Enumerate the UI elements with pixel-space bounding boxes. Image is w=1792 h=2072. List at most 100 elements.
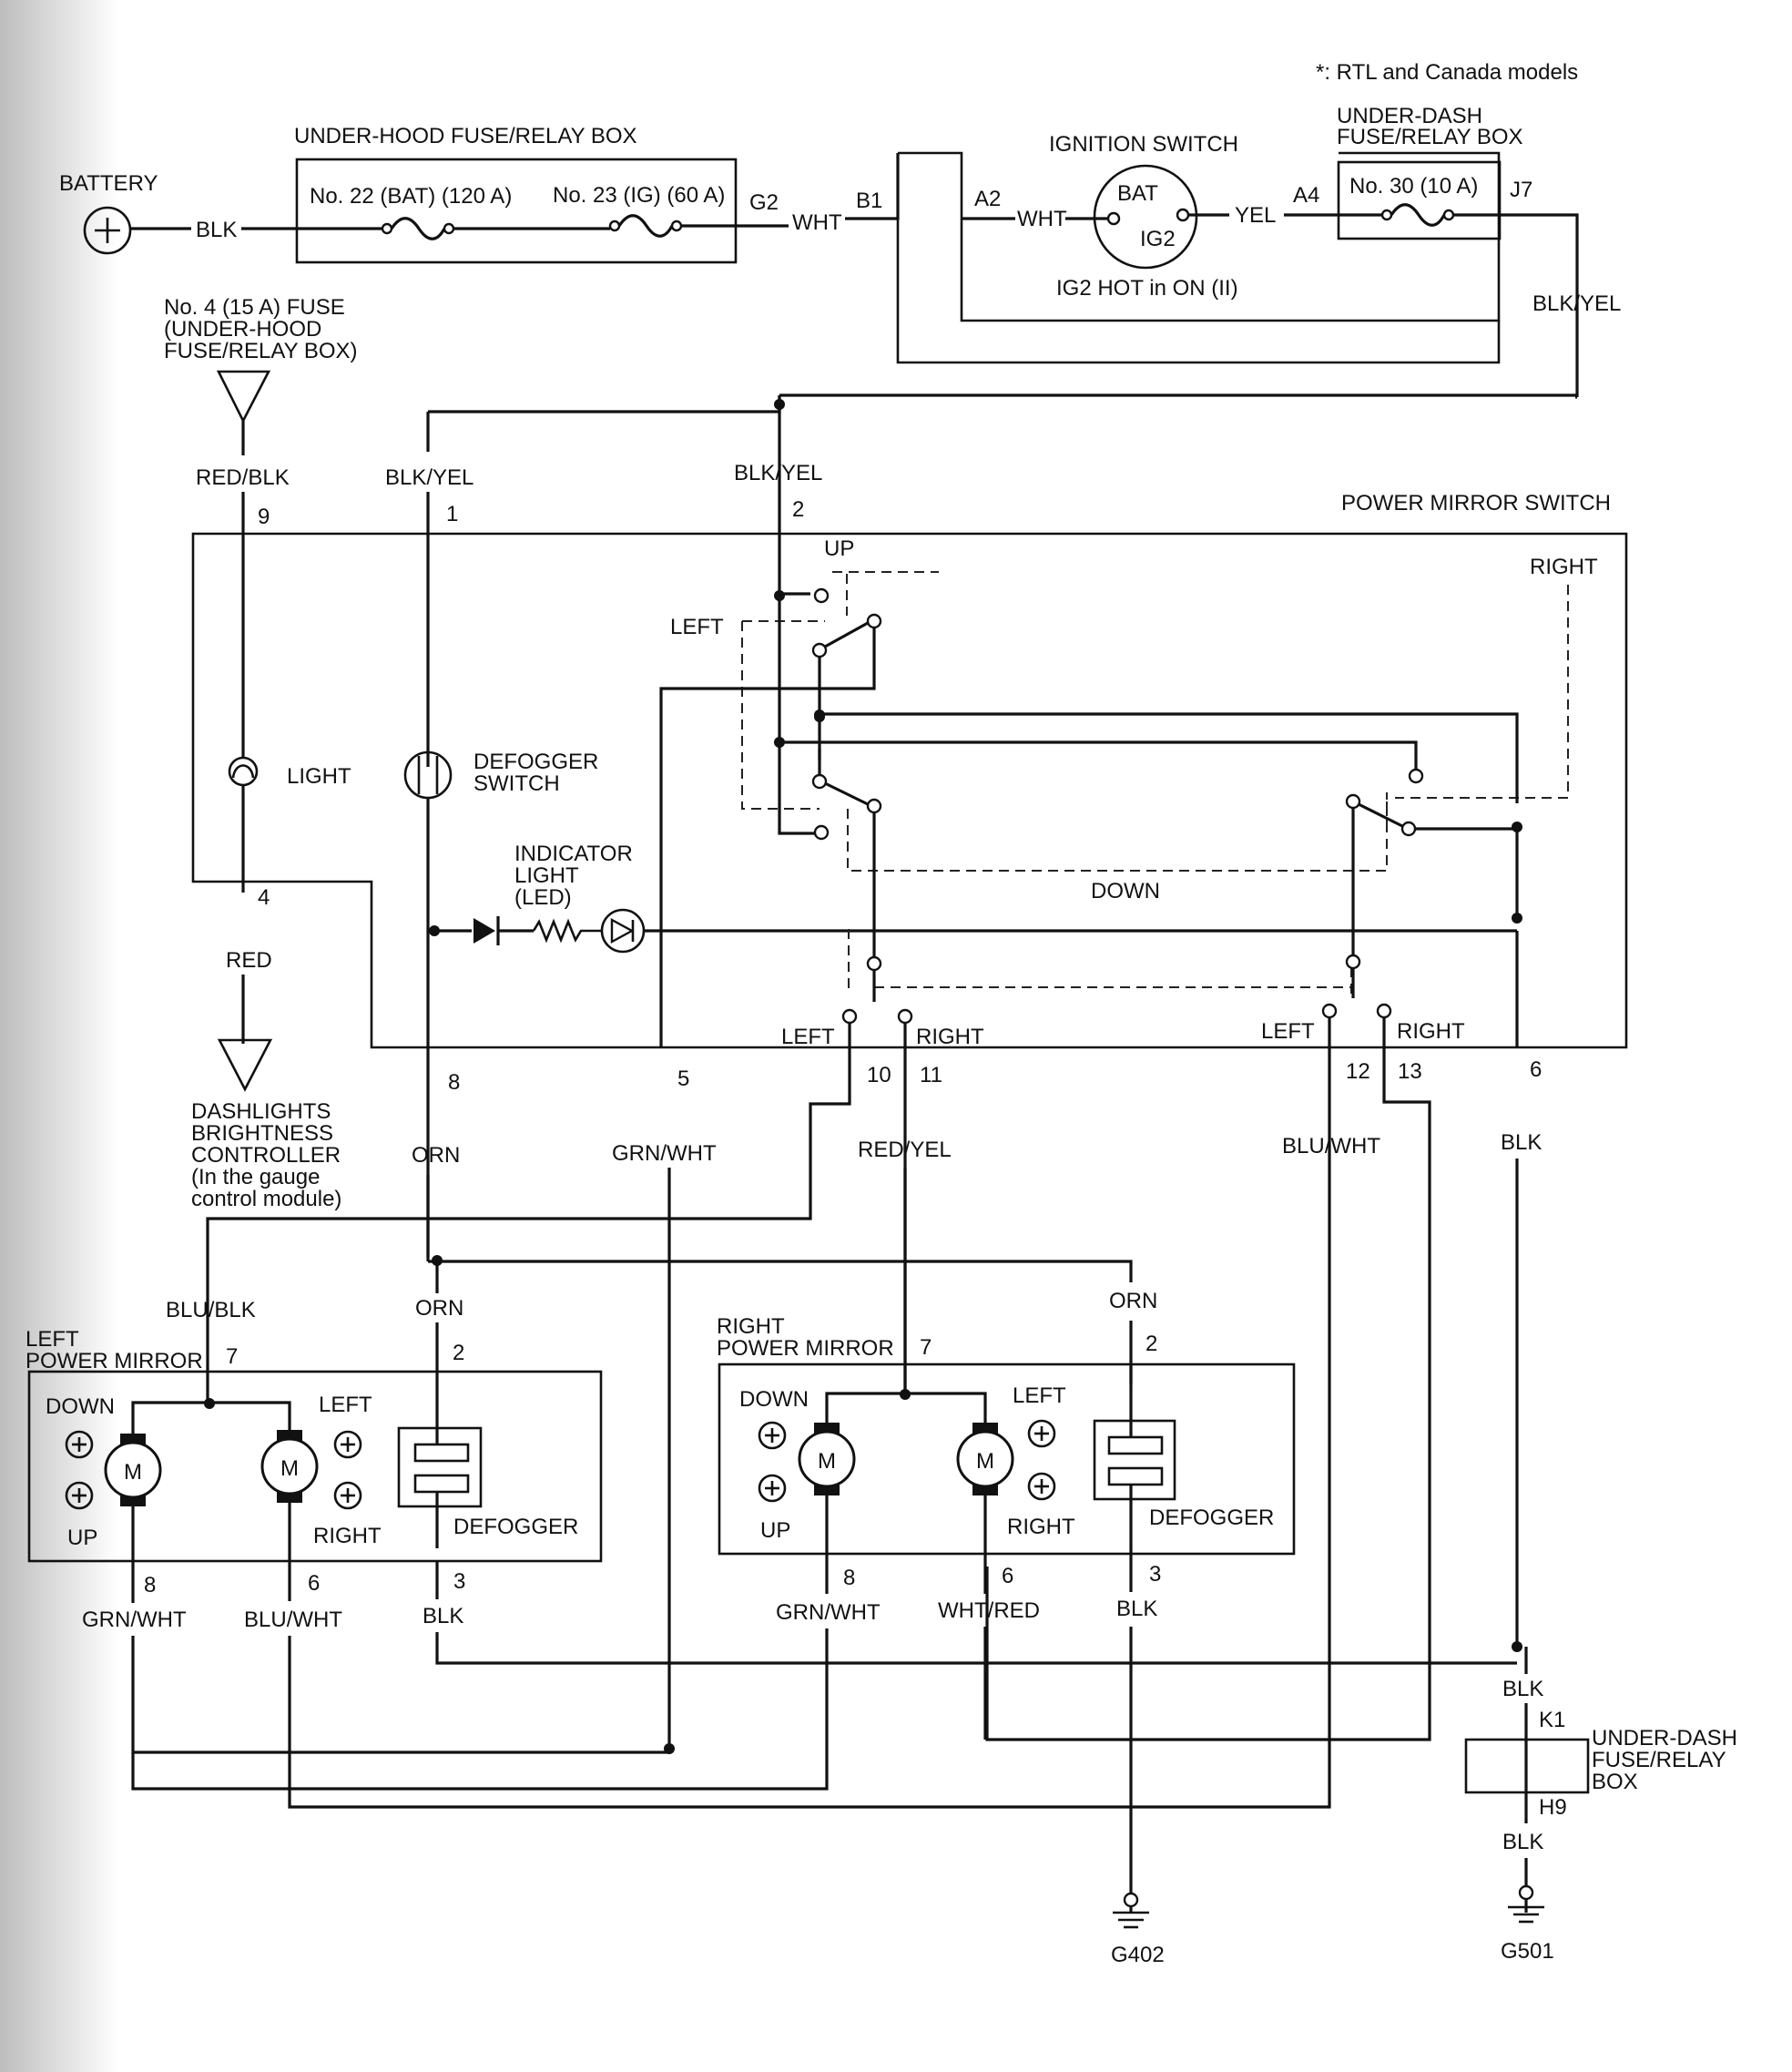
right-mirror-left: LEFT bbox=[1013, 1383, 1066, 1408]
left-mirror-pin-6: 6 bbox=[308, 1571, 320, 1596]
fuse-30-label: No. 30 (10 A) bbox=[1349, 174, 1478, 199]
power-mirror-switch: POWER MIRROR SWITCH 9 1 2 LIGHT 4 DEFOGG… bbox=[191, 491, 1628, 1049]
ground-g402: G402 bbox=[1111, 1892, 1165, 1967]
fuse-22-symbol bbox=[390, 217, 446, 240]
left-mirror-pin-3: 3 bbox=[453, 1569, 465, 1594]
battery-symbol bbox=[83, 206, 132, 255]
dashlights-label-4: (In the gauge bbox=[191, 1165, 320, 1189]
dashlights-label-5: control module) bbox=[191, 1187, 341, 1211]
wire-yel: YEL bbox=[1235, 203, 1276, 228]
switch-right-select-left: LEFT bbox=[1261, 1019, 1315, 1044]
right-mirror-defogger-icon bbox=[1093, 1419, 1176, 1501]
right-mirror-pin-7: 7 bbox=[920, 1335, 932, 1360]
wire-red: RED bbox=[226, 948, 272, 973]
wire-grn-wht-left-mirror: GRN/WHT bbox=[82, 1608, 187, 1632]
left-mirror-pin-7: 7 bbox=[226, 1344, 238, 1369]
ignition-ig2-label: IG2 bbox=[1140, 227, 1176, 251]
wire-orn-right-mirror: ORN bbox=[1109, 1289, 1157, 1313]
left-mirror-pin-2: 2 bbox=[453, 1341, 464, 1365]
defogger-switch-label-1: DEFOGGER bbox=[473, 750, 598, 774]
conn-k1: K1 bbox=[1539, 1708, 1565, 1732]
fuse-30-symbol bbox=[1390, 203, 1446, 227]
underdash-fuse-box-bottom: K1 H9 UNDER-DASH FUSE/RELAY BOX bbox=[1464, 1708, 1737, 1820]
pin-8: 8 bbox=[448, 1070, 460, 1095]
dashlights-label-1: DASHLIGHTS bbox=[191, 1099, 331, 1124]
left-mirror-frame bbox=[27, 1370, 603, 1563]
wire-blk-battery: BLK bbox=[196, 218, 237, 242]
defogger-switch-label-2: SWITCH bbox=[473, 771, 560, 796]
right-mirror-down: DOWN bbox=[739, 1387, 809, 1412]
switch-left-select-left: LEFT bbox=[781, 1025, 835, 1049]
ignition-switch-body bbox=[1093, 164, 1198, 270]
left-mirror-up: UP bbox=[67, 1526, 97, 1550]
left-mirror-motor-1-label: M bbox=[124, 1460, 142, 1485]
wire-orn-pin8: ORN bbox=[412, 1143, 460, 1168]
right-mirror-motor-2-label: M bbox=[976, 1449, 994, 1474]
pin-11: 11 bbox=[920, 1063, 942, 1087]
wire-blu-blk: BLU/BLK bbox=[166, 1298, 256, 1322]
right-mirror-pin-8: 8 bbox=[843, 1566, 855, 1590]
model-note: *: RTL and Canada models bbox=[1316, 60, 1578, 85]
wire-blk-right-mirror: BLK bbox=[1116, 1597, 1157, 1621]
ignition-switch: IGNITION SWITCH A2 WHT BAT IG2 IG2 HOT i… bbox=[896, 132, 1501, 364]
wire-grn-wht-pin5: GRN/WHT bbox=[612, 1141, 717, 1166]
wire-blk-yel-pin1: BLK/YEL bbox=[385, 465, 473, 490]
switch-up-label: UP bbox=[824, 536, 854, 561]
wire-blk-yel-top: BLK/YEL bbox=[1532, 291, 1621, 316]
underdash-box-label-2: FUSE/RELAY BOX bbox=[1337, 125, 1523, 149]
dashlights-label-3: CONTROLLER bbox=[191, 1143, 341, 1168]
conn-h9: H9 bbox=[1539, 1795, 1567, 1820]
underhood-fuse-box: UNDER-HOOD FUSE/RELAY BOX No. 22 (BAT) (… bbox=[294, 124, 779, 264]
pin-2: 2 bbox=[792, 497, 804, 522]
pin-10: 10 bbox=[867, 1063, 891, 1087]
underhood-box-label: UNDER-HOOD FUSE/RELAY BOX bbox=[294, 124, 637, 148]
left-mirror-motor-2-label: M bbox=[280, 1456, 299, 1481]
ignition-note: IG2 HOT in ON (II) bbox=[1056, 276, 1238, 301]
underdash-box-bottom-frame bbox=[1464, 1738, 1590, 1794]
wire-orn-left-mirror: ORN bbox=[415, 1296, 463, 1321]
underdash-box2-label-3: BOX bbox=[1592, 1770, 1638, 1794]
dashlights-controller: DASHLIGHTS BRIGHTNESS CONTROLLER (In the… bbox=[191, 1099, 341, 1211]
conn-a2: A2 bbox=[974, 187, 1001, 211]
ground-g501: G501 bbox=[1501, 1884, 1554, 1964]
right-mirror-pin-2: 2 bbox=[1145, 1332, 1157, 1356]
left-mirror-motor-leftright-icon bbox=[260, 1437, 319, 1495]
battery: BATTERY bbox=[59, 171, 158, 255]
wire-blu-wht-left-mirror: BLU/WHT bbox=[244, 1608, 342, 1632]
wire-grn-wht-right-mirror: GRN/WHT bbox=[776, 1600, 881, 1625]
wire-red-blk: RED/BLK bbox=[196, 465, 290, 490]
right-mirror-motor-1-label: M bbox=[818, 1449, 836, 1474]
junction-blkyel bbox=[774, 399, 785, 410]
pin-12: 12 bbox=[1346, 1059, 1370, 1084]
conn-g2: G2 bbox=[749, 190, 779, 215]
indicator-label-1: INDICATOR bbox=[514, 842, 633, 866]
underdash-box2-label-1: UNDER-DASH bbox=[1592, 1726, 1737, 1750]
switch-internals: UP LEFT RIGHT DOWN bbox=[206, 452, 1598, 1741]
left-mirror-label-1: LEFT bbox=[25, 1327, 79, 1352]
plus-icons-right bbox=[758, 1419, 1056, 1503]
right-mirror-right: RIGHT bbox=[1007, 1515, 1075, 1539]
wire-blu-wht-pin12: BLU/WHT bbox=[1282, 1134, 1380, 1158]
underdash-box2-label-2: FUSE/RELAY bbox=[1592, 1748, 1726, 1772]
switch-frame bbox=[191, 532, 1628, 1049]
fuse-4-triangle bbox=[216, 370, 271, 424]
page-edge-shadow bbox=[0, 0, 118, 2072]
switch-right-label: RIGHT bbox=[1530, 555, 1598, 579]
power-mirror-switch-label: POWER MIRROR SWITCH bbox=[1341, 491, 1611, 515]
dashlights-triangle bbox=[217, 1038, 273, 1092]
dashlights-label-2: BRIGHTNESS bbox=[191, 1121, 333, 1146]
conn-j7: J7 bbox=[1510, 178, 1532, 202]
underhood-box-frame bbox=[295, 158, 738, 264]
pin-1: 1 bbox=[446, 502, 458, 526]
light-bulb-icon bbox=[228, 756, 259, 787]
switch-right-select-right: RIGHT bbox=[1397, 1019, 1465, 1044]
switch-left-select-right: RIGHT bbox=[916, 1025, 984, 1049]
left-mirror-pin-8: 8 bbox=[144, 1573, 156, 1597]
ground-g402-label: G402 bbox=[1111, 1943, 1165, 1967]
right-mirror-up: UP bbox=[760, 1518, 790, 1543]
wire-blk-h9: BLK bbox=[1502, 1830, 1543, 1854]
resistor-icon bbox=[532, 918, 601, 944]
left-mirror-down: DOWN bbox=[46, 1394, 115, 1419]
switch-down-label: DOWN bbox=[1091, 879, 1160, 903]
switch-left-label: LEFT bbox=[670, 615, 724, 639]
